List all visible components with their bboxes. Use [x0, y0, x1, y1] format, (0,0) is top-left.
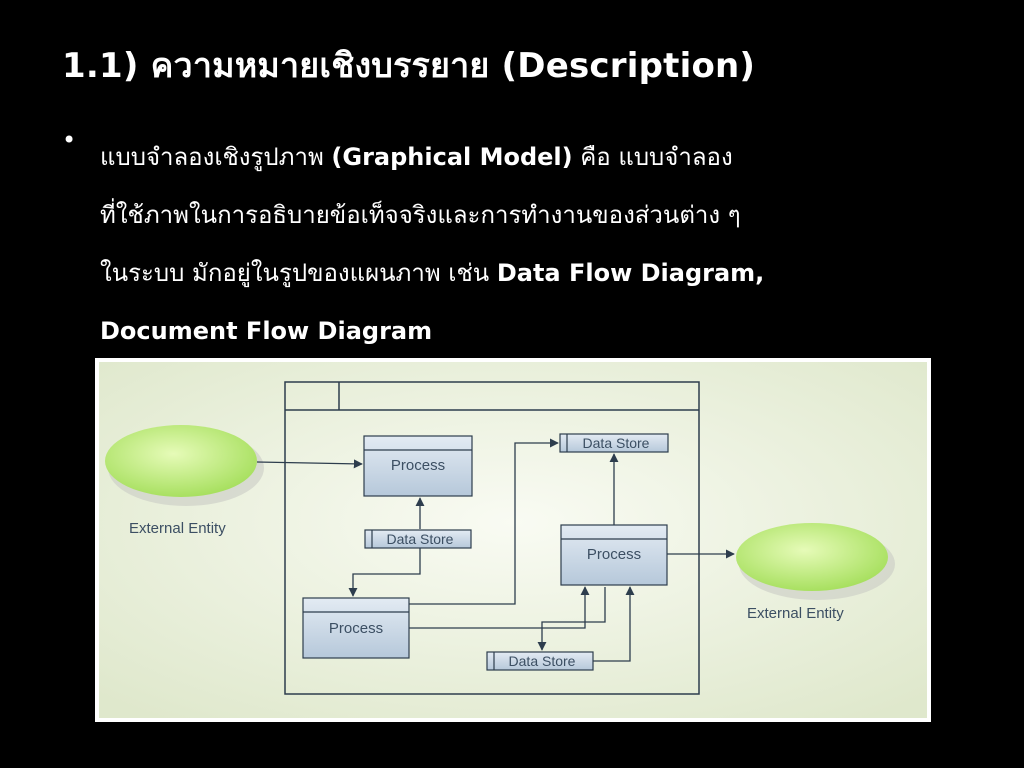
data-store-top: Data Store: [559, 433, 669, 453]
bullet-line-1-thai: แบบจำลองเชิงรูปภาพ: [100, 143, 332, 171]
bullet-line-3: ในระบบ มักอยู่ในรูปของแผนภาพ เช่น Data F…: [100, 244, 980, 302]
flow-entity-to-process-top: [256, 459, 363, 469]
flow-store-bottom-to-process-right: [593, 586, 635, 662]
bullet-marker: •: [62, 126, 77, 154]
external-entity-left: External Entity: [105, 425, 264, 537]
data-store-top-label: Data Store: [583, 435, 650, 451]
process-right: Process: [560, 524, 668, 586]
data-store-middle-label: Data Store: [387, 531, 454, 547]
bullet-text: แบบจำลองเชิงรูปภาพ (Graphical Model) คือ…: [100, 128, 980, 360]
data-flows: [256, 438, 735, 662]
bullet-line-1-english: (Graphical Model): [331, 143, 573, 171]
process-bottom: Process: [302, 597, 410, 659]
dfd-diagram-image: External Entity External Entity Process …: [95, 358, 931, 722]
flow-process-right-to-store-bottom: [537, 587, 606, 651]
process-bottom-label: Process: [329, 620, 383, 637]
flow-store-to-process-bottom: [348, 548, 421, 597]
flow-process-bottom-to-process-right: [409, 586, 590, 629]
bullet-line-3-thai: ในระบบ มักอยู่ในรูปของแผนภาพ เช่น: [100, 259, 497, 287]
process-right-label: Process: [587, 546, 641, 563]
bullet-line-4: Document Flow Diagram: [100, 317, 433, 345]
system-boundary: [284, 381, 700, 695]
external-entity-right-label: External Entity: [747, 605, 844, 622]
process-top-label: Process: [391, 457, 445, 474]
bullet-line-1-thai-end: คือ แบบจำลอง: [572, 143, 733, 171]
process-top: Process: [363, 435, 473, 497]
external-entity-right: External Entity: [736, 523, 895, 622]
data-store-bottom-label: Data Store: [509, 653, 576, 669]
slide-title: 1.1) ความหมายเชิงบรรยาย (Description): [62, 46, 756, 86]
bullet-line-1: แบบจำลองเชิงรูปภาพ (Graphical Model) คือ…: [100, 128, 980, 186]
external-entity-left-label: External Entity: [129, 520, 226, 537]
data-store-bottom: Data Store: [486, 651, 594, 671]
data-store-middle: Data Store: [364, 529, 472, 549]
bullet-line-2: ที่ใช้ภาพในการอธิบายข้อเท็จจริงและการทำง…: [100, 201, 741, 229]
flow-process-bottom-to-store-top: [409, 438, 559, 605]
bullet-line-3-english: Data Flow Diagram,: [496, 259, 765, 287]
